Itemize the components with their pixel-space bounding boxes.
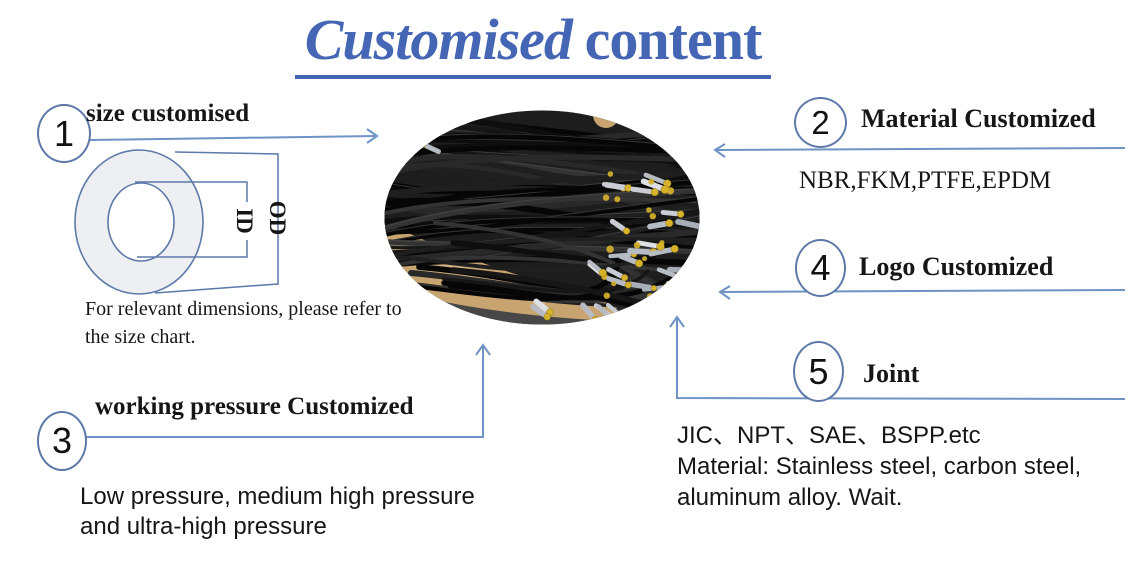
logo-customized-label: Logo Customized — [859, 252, 1054, 281]
title-rest: content — [584, 7, 763, 72]
od-label: OD — [265, 200, 290, 236]
od-dimension-lines — [154, 151, 279, 294]
size-chart-note: For relevant dimensions, please refer to… — [85, 298, 402, 348]
callout-1-number: 1 — [37, 104, 91, 163]
arrow-4 — [718, 285, 1126, 300]
joint-label: Joint — [863, 359, 920, 388]
callout-3-number: 3 — [37, 411, 87, 471]
id-label: ID — [232, 208, 257, 234]
hose-photo-content — [384, 110, 700, 325]
donut-diagram — [74, 149, 204, 295]
material-list: NBR,FKM,PTFE,EPDM — [799, 167, 1052, 194]
arrow-1 — [87, 128, 379, 144]
arrow-2 — [713, 143, 1126, 158]
hose-photo — [384, 110, 700, 325]
working-pressure-label: working pressure Customized — [95, 393, 414, 420]
title-emphasis: Customised — [304, 7, 573, 72]
material-customized-label: Material Customized — [861, 104, 1096, 133]
callout-5-number: 5 — [793, 341, 844, 402]
callout-2-number: 2 — [794, 97, 847, 148]
joint-types-note: JIC、NPT、SAE、BSPP.etc Material: Stainless… — [677, 422, 1082, 511]
pressure-range-note: Low pressure, medium high pressure and u… — [80, 483, 475, 540]
arrow-3 — [84, 343, 491, 438]
size-customised-label: size customised — [86, 100, 250, 127]
callout-4-number: 4 — [795, 239, 846, 297]
